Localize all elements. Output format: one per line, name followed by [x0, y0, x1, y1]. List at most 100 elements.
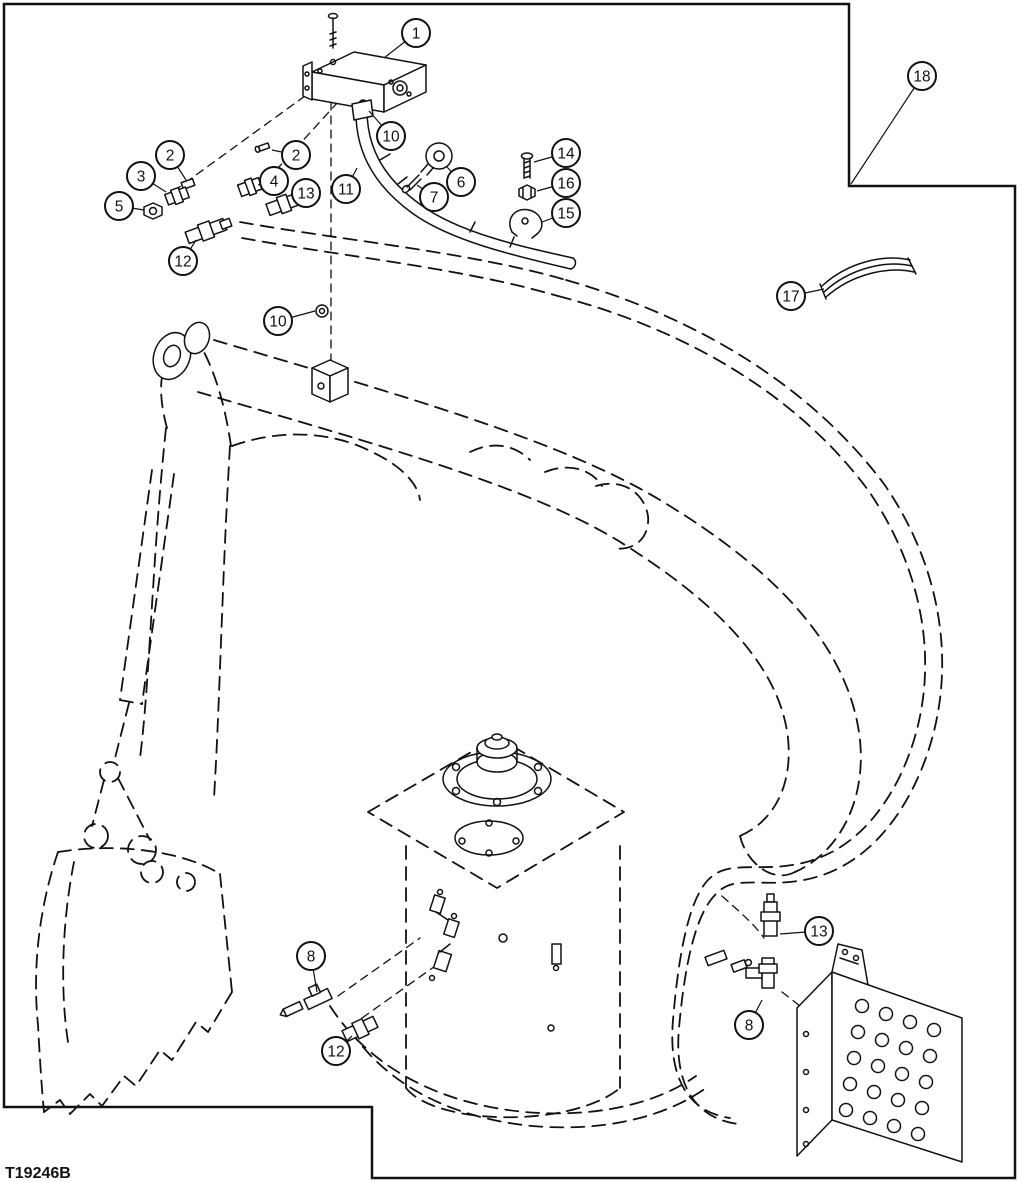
callout-number: 12	[327, 1044, 344, 1061]
boom-top-edge	[213, 339, 862, 873]
block-end-plate	[302, 61, 313, 101]
drawing-number: T19246B	[5, 1165, 71, 1182]
hose-under-motor-2	[349, 1029, 707, 1129]
callout-circle	[804, 916, 834, 946]
hose-end-cap	[570, 257, 577, 270]
block-right-face	[383, 64, 427, 113]
o-ring-lower	[315, 304, 329, 318]
valve-port	[902, 1014, 918, 1030]
callout-number: 13	[810, 924, 827, 941]
callout-number: 17	[782, 289, 799, 306]
tee-fitting-8	[303, 983, 333, 1011]
lower-flange-bolt	[458, 837, 466, 845]
lower-flange-bolt	[512, 837, 520, 845]
callout-number: 11	[338, 182, 354, 199]
port-dot	[436, 888, 444, 896]
callout-number: 10	[269, 314, 287, 331]
motor-port-2	[443, 918, 460, 939]
callout-number: 15	[557, 206, 574, 223]
callout-14-balloon: 14	[551, 138, 581, 168]
callout-number: 4	[270, 174, 279, 191]
arm-pivot-bosses	[152, 321, 211, 381]
cylinder-rod	[113, 702, 130, 763]
callout-circle	[331, 174, 361, 204]
valve-top-bracket	[831, 943, 869, 986]
callout-number: 10	[382, 129, 400, 146]
callout-number: 1	[412, 26, 421, 43]
callout-circle	[296, 941, 326, 971]
fitting-8-hex	[758, 963, 778, 974]
hose-loop-inner	[557, 295, 927, 1119]
callout-circle	[168, 246, 198, 276]
block-boss-center	[396, 84, 404, 92]
control-valve-block	[796, 943, 963, 1163]
callout-15-balloon: 15	[551, 198, 581, 228]
hose-17-end-cap	[907, 257, 917, 275]
hub-nipple	[491, 733, 503, 741]
callout-circle	[551, 168, 581, 198]
connector-line-right-1	[721, 895, 765, 939]
callout-number: 16	[557, 176, 574, 193]
callout-5-balloon: 5	[104, 191, 134, 221]
callout-2-balloon: 2	[281, 140, 311, 170]
valve-port	[914, 1100, 930, 1116]
valve-port	[910, 1126, 926, 1142]
callout-number: 2	[292, 148, 301, 165]
valve-port	[870, 1058, 886, 1074]
motor-port-1	[429, 894, 446, 915]
bucket-back	[35, 851, 59, 1113]
hose-run-upper-1	[239, 221, 567, 281]
projection-line-1	[177, 95, 306, 189]
callout-18-balloon: 18	[907, 61, 937, 91]
callout-number: 8	[307, 949, 316, 966]
block-boss	[392, 80, 408, 96]
valve-top-bracket-line	[839, 957, 859, 965]
boss-bolt	[388, 79, 394, 85]
valve-port	[922, 1048, 938, 1064]
valve-port	[842, 1076, 858, 1092]
nipple	[279, 1000, 304, 1018]
callout-number: 2	[166, 148, 175, 165]
callout-circle	[104, 191, 134, 221]
link-pin-2	[127, 835, 157, 865]
bracket-bolt	[841, 948, 849, 956]
screw-2	[254, 142, 271, 154]
body-plug	[498, 933, 508, 943]
callout-number: 6	[457, 175, 466, 192]
valve-port	[918, 1074, 934, 1090]
callout-circle	[734, 1010, 764, 1040]
hub-sides	[476, 747, 518, 763]
bucket-top	[57, 847, 221, 875]
boom-foot-bracket	[595, 482, 649, 550]
callout-circle	[291, 178, 321, 208]
bucket-cylinder-cap	[119, 699, 143, 705]
flange-bolt	[492, 797, 502, 807]
callout-number: 18	[913, 69, 930, 86]
callout-4-balloon: 4	[259, 166, 289, 196]
hose-run-upper-2	[241, 237, 559, 297]
motor-body-bottom	[405, 1087, 621, 1119]
fitting-group-lower-left	[279, 983, 379, 1043]
fitting-13-nipple	[766, 893, 775, 903]
hose-loop-outer	[565, 279, 944, 1125]
valve-port	[850, 1024, 866, 1040]
valve-port	[862, 1110, 878, 1126]
callout-12-balloon: 12	[321, 1036, 351, 1066]
callout-number: 8	[745, 1018, 754, 1035]
callout-16-balloon: 16	[551, 168, 581, 198]
valve-port	[898, 1040, 914, 1056]
valve-port	[838, 1102, 854, 1118]
bucket-cylinder-line-1	[119, 469, 153, 701]
bolt-7	[401, 174, 422, 194]
hose-route	[177, 95, 944, 1129]
hose-under-motor-1	[329, 1005, 697, 1115]
boss-bolt	[406, 91, 412, 97]
hose-end-fitting	[351, 99, 374, 121]
lower-flange-bolt	[485, 849, 493, 857]
bolt-14	[520, 152, 534, 179]
port-dot	[428, 974, 436, 982]
bucket-cylinder-line-2	[141, 473, 175, 705]
callout-2-balloon: 2	[155, 140, 185, 170]
